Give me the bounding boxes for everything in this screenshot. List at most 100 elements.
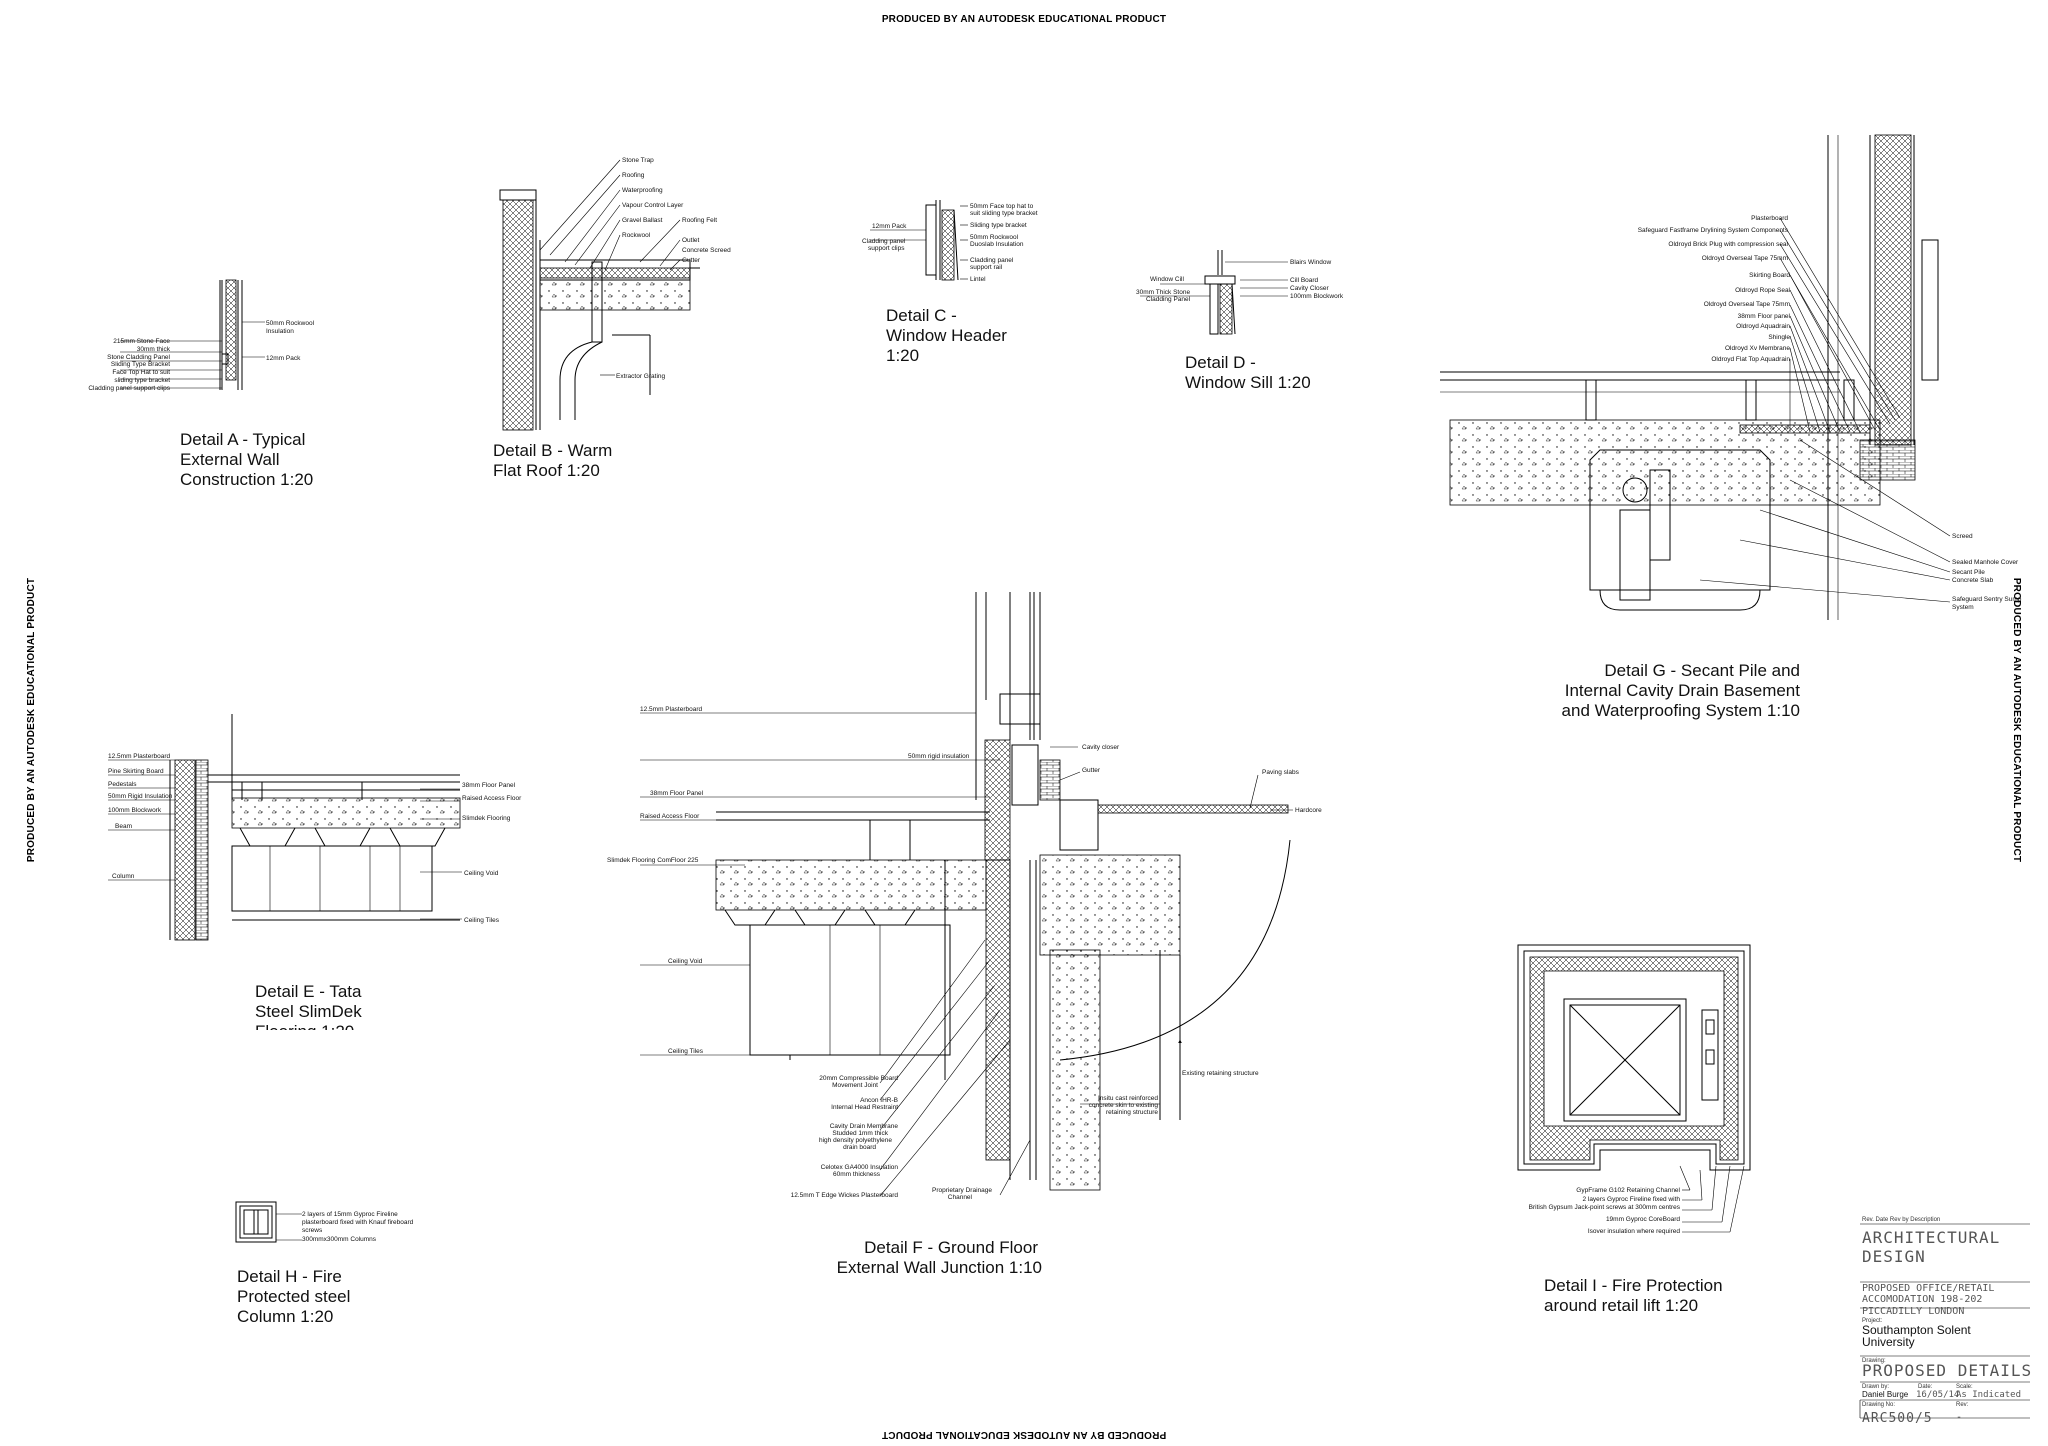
detail-d-label: Blairs Window: [1290, 259, 1331, 266]
title-block-project: PICCADILLY LONDON: [1862, 1306, 1964, 1317]
title-block-number: ARC500/5: [1862, 1411, 1933, 1426]
detail-e-drawing: [108, 714, 462, 941]
detail-a-label: Insulation: [266, 328, 294, 335]
detail-e-label: Pine Skirting Board: [108, 768, 164, 775]
detail-f-label: concrete skin to existing: [1089, 1102, 1159, 1109]
detail-c-label: Lintel: [970, 276, 986, 283]
detail-h-title: Detail H - Fire: [237, 1267, 342, 1286]
detail-f-label: Hardcore: [1295, 807, 1322, 814]
detail-f-label: Ceiling Tiles: [668, 1048, 704, 1055]
detail-h-label: 2 layers of 15mm Gyproc Fireline: [302, 1211, 398, 1218]
detail-i-title: around retail lift 1:20: [1544, 1296, 1698, 1315]
watermark-bottom: PRODUCED BY AN AUTODESK EDUCATIONAL PROD…: [882, 1429, 1166, 1440]
detail-h-label: 300mmx300mm Columns: [302, 1236, 377, 1243]
detail-e-label: 50mm Rigid Insulation: [108, 793, 173, 800]
detail-f-label: Movement Joint: [832, 1082, 878, 1089]
detail-i-label: British Gypsum Jack-point screws at 300m…: [1529, 1204, 1681, 1211]
detail-g-label: 38mm Floor panel: [1738, 313, 1791, 320]
detail-f-label: drain board: [843, 1144, 876, 1151]
detail-b-label: Stone Trap: [622, 157, 654, 164]
detail-e-label: Column: [112, 873, 135, 880]
detail-i-drawing: [1517, 944, 1751, 1233]
detail-c-label: 50mm Face top hat to: [970, 203, 1034, 210]
detail-g-label: Oldroyd Overseal Tape 75mm: [1702, 255, 1788, 262]
watermark-top: PRODUCED BY AN AUTODESK EDUCATIONAL PROD…: [882, 14, 1166, 25]
detail-f-label: Internal Head Restraint: [831, 1104, 898, 1111]
title-block-firm: ARCHITECTURAL: [1862, 1228, 2000, 1247]
detail-h-label: plasterboard fixed with Knauf fireboard: [302, 1219, 414, 1226]
title-block-rev: -: [1956, 1412, 1962, 1423]
detail-f-label: high density polyethylene: [819, 1137, 892, 1144]
detail-a-label: Cladding panel support clips: [88, 385, 170, 392]
detail-d-label: Window Cill: [1150, 276, 1185, 283]
detail-a-label: Sliding Type Bracket: [111, 361, 170, 368]
title-block-scale-label: Scale:: [1956, 1384, 1973, 1390]
title-block-client: Southampton Solent: [1862, 1323, 1971, 1337]
detail-g-label: Oldroyd Brick Plug with compression seal: [1668, 241, 1788, 248]
detail-f-label: 12.5mm Plasterboard: [640, 706, 703, 713]
detail-b-label: Gutter: [682, 257, 701, 264]
detail-a-label: 215mm Stone Face: [113, 338, 170, 345]
detail-g-label: Oldroyd Rope Seal: [1735, 287, 1790, 294]
detail-a-label: Stone Cladding Panel: [107, 354, 170, 361]
title-block-drawn: Daniel Burge: [1862, 1390, 1909, 1399]
detail-g-label: Plasterboard: [1751, 215, 1788, 222]
detail-i-label: 19mm Gyproc CoreBoard: [1606, 1216, 1680, 1223]
detail-c-label: 12mm Pack: [872, 223, 907, 230]
title-block-rev-header: Rev. Date Rev by Description: [1862, 1217, 1940, 1223]
detail-c-label: suit sliding type bracket: [970, 210, 1038, 217]
detail-f-label: Cavity Drain Membrane: [830, 1123, 899, 1130]
detail-g-label: Concrete Slab: [1952, 577, 1994, 584]
detail-g-label: Oldroyd Overseal Tape 75mm: [1704, 301, 1790, 308]
detail-c-label: Cladding panel: [862, 238, 906, 245]
title-block-rev-label: Rev:: [1956, 1402, 1969, 1408]
title-block-project: PROPOSED OFFICE/RETAIL: [1862, 1283, 1994, 1294]
title-block-date-label: Date:: [1918, 1384, 1933, 1390]
title-block-drawing: PROPOSED DETAILS: [1862, 1361, 2032, 1380]
detail-g-drawing: [1440, 134, 1951, 620]
title-block-number-label: Drawing No:: [1862, 1402, 1895, 1408]
detail-b-label: Concrete Screed: [682, 247, 731, 254]
detail-b-label: Rockwool: [622, 232, 651, 239]
title-block-project: ACCOMODATION 198-202: [1862, 1294, 1982, 1305]
detail-h-title: Protected steel: [237, 1287, 350, 1306]
detail-b-title: Detail B - Warm: [493, 441, 612, 460]
detail-a-label: 50mm Rockwool: [266, 320, 315, 327]
detail-f-label: 12.5mm T Edge Wickes Plasterboard: [791, 1192, 899, 1199]
detail-i-label: GypFrame G102 Retaining Channel: [1576, 1187, 1680, 1194]
detail-f-label: 38mm Floor Panel: [650, 790, 704, 797]
detail-c-label: support clips: [868, 245, 905, 252]
detail-a-label: 30mm thick: [137, 346, 171, 353]
title-block-firm: DESIGN: [1862, 1247, 1926, 1266]
detail-d-title: Window Sill 1:20: [1185, 373, 1311, 392]
detail-c-label: Sliding type bracket: [970, 222, 1027, 229]
detail-e-label: 100mm Blockwork: [108, 807, 162, 814]
title-block-drawn-label: Drawn by:: [1862, 1384, 1889, 1390]
detail-d-label: 30mm Thick Stone: [1136, 289, 1190, 296]
detail-g-label: Shingle: [1768, 334, 1790, 341]
detail-g-label: Safeguard Fastframe Drylining System Com…: [1638, 227, 1789, 234]
watermark-left: PRODUCED BY AN AUTODESK EDUCATIONAL PROD…: [26, 578, 37, 862]
detail-g-title: and Waterproofing System 1:10: [1562, 701, 1800, 720]
detail-f-label: Cavity closer: [1082, 744, 1120, 751]
detail-b-label: Roofing: [622, 172, 645, 179]
detail-f-label: Ancon IHR-B: [860, 1097, 898, 1104]
detail-g-label: Safeguard Sentry Sump: [1952, 596, 2022, 603]
watermark-right: PRODUCED BY AN AUTODESK EDUCATIONAL PROD…: [2011, 578, 2022, 862]
detail-d-label: Cladding Panel: [1146, 296, 1191, 303]
detail-a-title: External Wall: [180, 450, 280, 469]
detail-c-label: 50mm Rockwool: [970, 234, 1019, 241]
detail-i-label: 2 layers Gyproc Fireline fixed with: [1582, 1196, 1680, 1203]
detail-b-label: Gravel Ballast: [622, 217, 663, 224]
detail-a-title: Detail A - Typical: [180, 430, 305, 449]
detail-i-label: Isover insulation where required: [1588, 1228, 1681, 1235]
detail-g-label: Skirting Board: [1749, 272, 1790, 279]
detail-g-label: Screed: [1952, 533, 1973, 540]
title-block-scale: As Indicated: [1956, 1390, 2021, 1400]
detail-d-label: Cill Board: [1290, 277, 1319, 284]
detail-h-drawing: [235, 1201, 302, 1243]
detail-e-label: 38mm Floor Panel: [462, 782, 516, 789]
detail-d-label: Cavity Closer: [1290, 285, 1329, 292]
detail-b-label: Roofing Felt: [682, 217, 717, 224]
